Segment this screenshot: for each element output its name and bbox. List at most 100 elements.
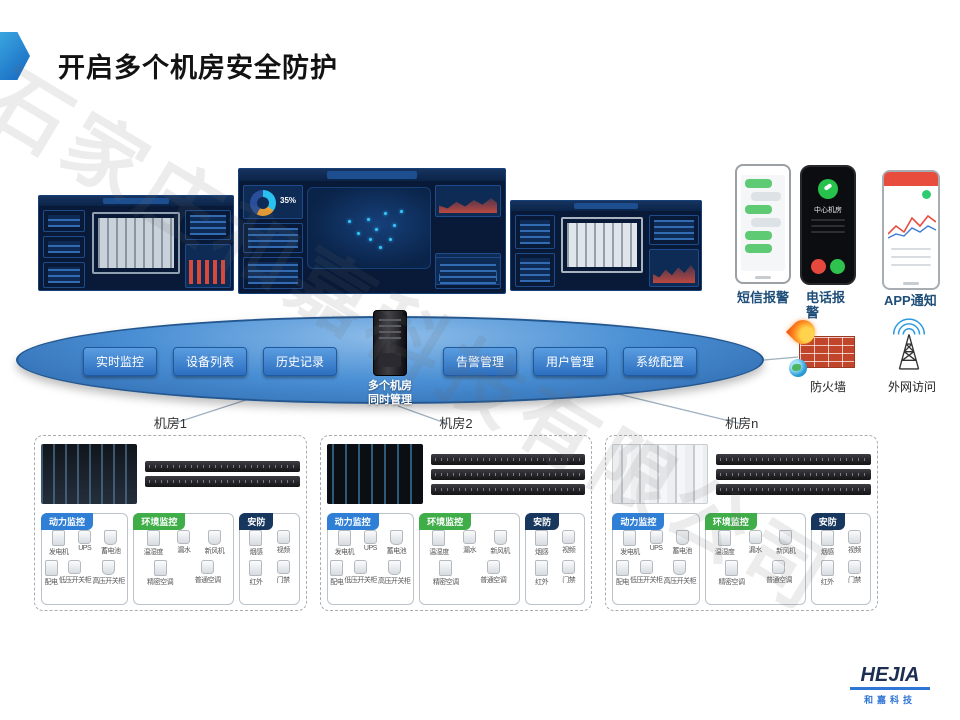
rack-unit [145,476,300,487]
rack-unit [430,483,586,495]
home-indicator [755,276,771,279]
stat-panel [43,262,85,288]
device-row: 精密空调普通空调 [136,560,231,587]
monitoring-dashboard-2: 35% [238,168,506,355]
area [439,198,497,213]
device-label: 低压开关柜 [344,577,377,584]
device-item: 配电 [44,560,58,587]
device-icon [486,560,500,574]
stat-panel [43,236,85,258]
device-icon [562,530,576,544]
device-icon [432,530,446,546]
firewall-icon [786,315,857,377]
device-icon [249,560,263,576]
decor-line [891,248,931,250]
device-label: 红外 [249,579,263,586]
device-list-button: 设备列表 [172,347,247,376]
device-row: 温湿度 漏水 新风机 [708,530,803,557]
server-tower-icon [373,310,407,376]
china-map [307,187,431,269]
stat-panel [243,223,303,253]
device-row: 烟感 视频 [528,530,582,557]
page-title: 开启多个机房安全防护 [58,53,338,83]
stat-panel [515,215,555,249]
device-icon [820,560,834,576]
globe-icon [789,359,807,377]
sms-bubble [745,244,773,253]
panel-title: 环境监控 [133,513,186,530]
device-icon [724,560,738,576]
sms-bubble [745,205,773,214]
device-item: 视频 [847,530,861,557]
device-icon [439,560,453,576]
device-label: 烟感 [535,549,549,556]
logo-name: HEJIA [860,664,920,686]
device-item: 新风机 [776,530,796,557]
device-row: 烟感 视频 [814,530,868,557]
device-item: 温湿度 [715,530,735,557]
device-icon [363,530,377,544]
device-item: UPS [78,530,92,557]
trend-chart [649,249,699,287]
rack-unit [430,468,586,480]
logo-bar [850,687,930,690]
device-label: 温湿度 [714,549,735,556]
antenna-tower-icon [892,318,926,370]
sms-bubble [751,192,781,201]
device-item: 红外 [535,560,549,587]
device-label: 视频 [562,547,576,554]
monitoring-dashboard-3 [510,200,702,291]
room-top [326,442,586,506]
device-item: 烟感 [535,530,549,557]
security-panel: 安防 烟感视频 红外门禁 [810,513,872,605]
device-item: UPS [363,530,377,557]
device-label: 红外 [820,579,835,586]
device-label: 门禁 [847,577,862,584]
device-row: 温湿度漏水新风机 [422,530,517,557]
panel-title: 安防 [525,513,560,530]
device-item: 漏水 [177,530,191,557]
alarm-bar-chart [185,244,231,288]
caller-name: 中心机房 [814,207,842,214]
app-header-bar [884,172,938,186]
device-icon [847,530,861,544]
room-photo [41,444,137,504]
hub-caption-line1: 多个机房 [368,380,412,392]
map-dot [356,232,360,235]
device-label: 精密空调 [432,579,460,586]
device-item: 低压开关柜 [344,560,377,587]
area [653,265,695,283]
call-icon [818,179,838,199]
device-icon [772,560,786,574]
security-panel: 安防 烟感视频 红外门禁 [525,513,586,605]
rack-unit [716,468,872,480]
rack-unit [145,461,300,472]
stat-panel [243,257,303,289]
donut-value: 35% [280,196,297,205]
device-item: 新风机 [490,530,510,557]
device-item: 低压开关柜 [59,560,92,587]
phone-alert-label: 电话报警 [806,290,846,320]
device-label: 漏水 [463,547,477,554]
map-dot [348,220,352,223]
device-icon [207,530,221,545]
panel-title: 安防 [239,513,274,530]
device-label: 温湿度 [143,549,164,556]
room-racks [145,461,300,487]
rack-layout-image [92,212,180,274]
device-icon [337,530,351,546]
sms-bubble [751,218,781,227]
device-icon [78,530,92,544]
device-icon [68,560,82,574]
device-item: 视频 [562,530,576,557]
device-item: 配电 [615,560,630,587]
device-label: 漏水 [748,547,763,554]
device-label: 蓄电池 [386,548,407,555]
device-label: 烟感 [820,549,835,556]
device-label: 配电 [615,579,630,586]
device-row: 精密空调普通空调 [708,560,803,587]
